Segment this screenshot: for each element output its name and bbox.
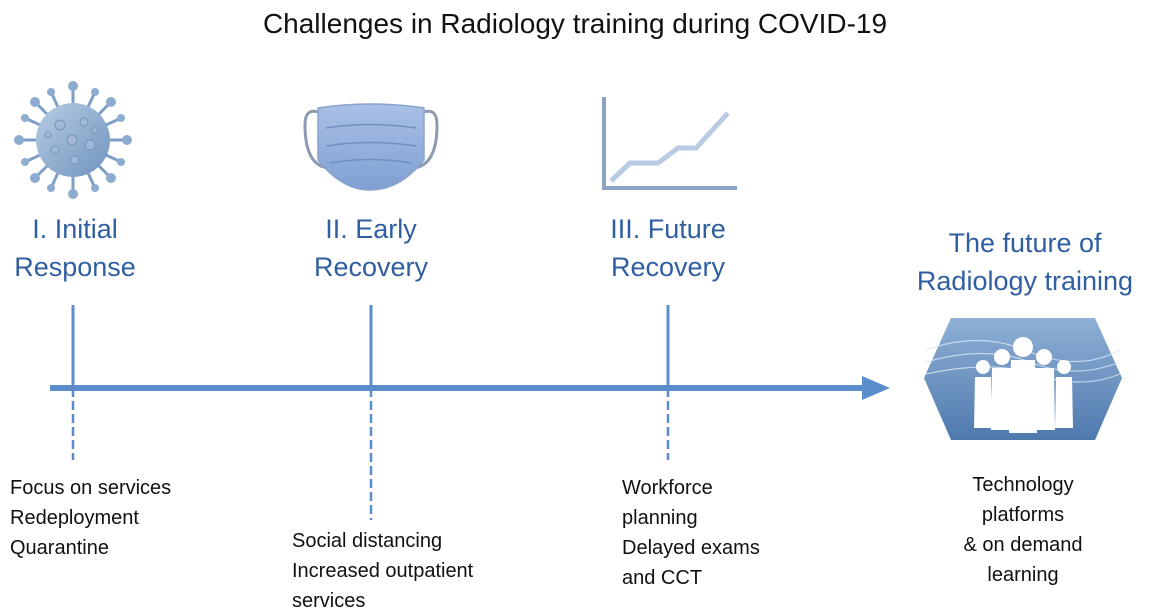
timeline-arrow xyxy=(50,376,890,400)
phase-connectors xyxy=(71,305,670,520)
face-mask-icon xyxy=(303,103,439,191)
line-chart-icon xyxy=(602,97,737,190)
phase-1-heading: I. Initial Response xyxy=(0,210,150,286)
note-item: Quarantine xyxy=(10,537,109,559)
phase-3-label: III. Future xyxy=(610,214,726,244)
note-item: and CCT xyxy=(622,567,703,589)
note-item: & on demand xyxy=(963,534,1083,556)
phase-2-sublabel: Recovery xyxy=(313,252,429,282)
phase-3-notes: Workforce planning Delayed exams and CCT xyxy=(622,473,760,593)
note-item: Social distancing xyxy=(292,530,443,552)
future-notes: Technology platforms & on demand learnin… xyxy=(923,470,1123,590)
note-item: planning xyxy=(622,507,698,529)
future-heading: The future of Radiology training xyxy=(895,224,1150,300)
note-item: platforms xyxy=(981,504,1065,526)
note-item: Workforce xyxy=(622,477,713,499)
phase-2-heading: II. Early Recovery xyxy=(286,210,456,286)
phase-1-label: I. Initial xyxy=(32,214,118,244)
phase-3-sublabel: Recovery xyxy=(610,252,726,282)
people-group-icon xyxy=(924,318,1122,440)
note-item: Increased outpatient xyxy=(292,560,474,582)
phase-1-sublabel: Response xyxy=(14,252,136,282)
phase-1-notes: Focus on services Redeployment Quarantin… xyxy=(10,473,171,563)
phase-2-notes: Social distancing Increased outpatient s… xyxy=(292,526,473,616)
phase-2-label: II. Early xyxy=(325,214,417,244)
note-item: Delayed exams xyxy=(622,537,760,559)
note-item: services xyxy=(292,590,366,612)
note-item: learning xyxy=(987,564,1059,586)
future-label: The future of xyxy=(948,228,1102,258)
note-item: Redeployment xyxy=(10,507,139,529)
note-item: Focus on services xyxy=(10,477,172,499)
future-sublabel: Radiology training xyxy=(916,266,1134,296)
note-item: Technology xyxy=(972,474,1074,496)
diagram-title: Challenges in Radiology training during … xyxy=(262,8,888,39)
phase-3-heading: III. Future Recovery xyxy=(583,210,753,286)
virus-icon xyxy=(14,81,132,199)
